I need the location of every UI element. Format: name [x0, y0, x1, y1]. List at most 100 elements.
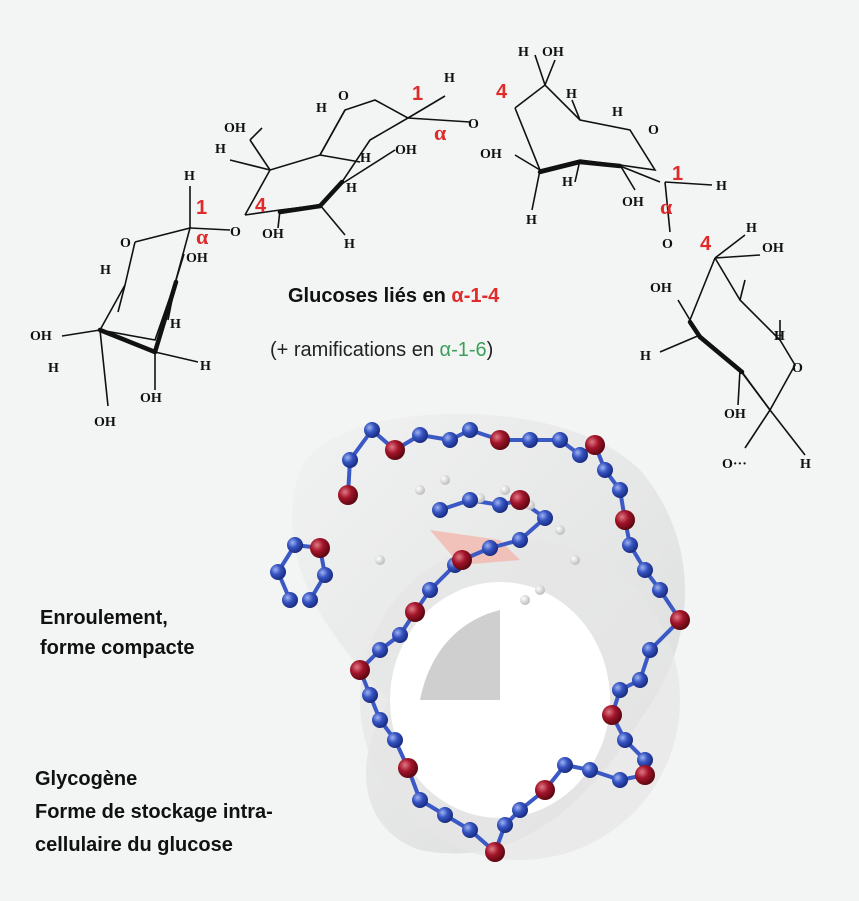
ring-c-alpha: α	[660, 194, 673, 219]
link-bc-oxygen: O	[468, 117, 479, 132]
ring-d-h3: H	[640, 349, 651, 364]
ring-d-h5: H	[774, 329, 785, 344]
oxygen-atom	[615, 510, 635, 530]
caption-sub-link: α-1-6	[440, 339, 487, 361]
ring-c-h4: H	[612, 105, 623, 120]
ring-a-oh3: OH	[140, 391, 162, 406]
carbon-atom	[597, 462, 613, 478]
ring-b-c1-number: 1	[412, 83, 423, 105]
glucose-ring-d	[659, 234, 806, 456]
hydrogen-atom	[570, 555, 580, 565]
ring-b-oh2: OH	[395, 143, 417, 158]
link-ab-oxygen: O	[230, 225, 241, 240]
oxygen-atom	[635, 765, 655, 785]
carbon-atom	[637, 562, 653, 578]
carbon-atom	[412, 427, 428, 443]
carbon-atom	[612, 772, 628, 788]
carbon-atom	[372, 642, 388, 658]
oxygen-atom	[490, 430, 510, 450]
oxygen-atom	[510, 490, 530, 510]
ring-a-h1: H	[184, 169, 195, 184]
carbon-atom	[342, 452, 358, 468]
linkage-caption: Glucoses liés en α-1-4 (+ ramifications …	[270, 285, 500, 361]
carbon-atom	[582, 762, 598, 778]
link-cd-oxygen: O	[662, 237, 673, 252]
carbon-atom	[412, 792, 428, 808]
ring-c-oxygen: O	[648, 123, 659, 138]
hydrogen-atom	[415, 485, 425, 495]
hydrogen-atom	[555, 525, 565, 535]
glycogen-label-line1: Glycogène	[35, 768, 137, 790]
carbon-atom	[282, 592, 298, 608]
ring-a-oxygen: O	[120, 236, 131, 251]
ring-b-c4-number: 4	[255, 195, 267, 217]
hydrogen-atom	[375, 555, 385, 565]
ring-c-h6: H	[518, 45, 529, 60]
helix-atoms	[270, 422, 690, 862]
carbon-atom	[642, 642, 658, 658]
carbon-atom	[317, 567, 333, 583]
ring-a-oh4: OH	[94, 415, 116, 430]
ring-b-h4: H	[360, 151, 371, 166]
carbon-atom	[442, 432, 458, 448]
ring-d-oh2: OH	[724, 407, 746, 422]
glycogen-label-line3: cellulaire du glucose	[35, 834, 233, 856]
oxygen-atom	[338, 485, 358, 505]
carbon-atom	[522, 432, 538, 448]
oxygen-atom	[535, 780, 555, 800]
glycogen-label: Glycogène Forme de stockage intra- cellu…	[35, 768, 273, 856]
ring-a-h4: H	[48, 361, 59, 376]
carbon-atom	[617, 732, 633, 748]
carbon-atom	[557, 757, 573, 773]
glucose-ring-a	[61, 186, 231, 407]
carbon-atom	[462, 492, 478, 508]
ring-d-c4-number: 4	[700, 233, 712, 255]
ring-d-oh3: OH	[650, 281, 672, 296]
ring-d-oh6: OH	[762, 241, 784, 256]
ring-b-h-lower: H	[344, 237, 355, 252]
carbon-atom	[362, 687, 378, 703]
helix-tube-inner-shadow	[420, 610, 500, 700]
carbon-atom	[364, 422, 380, 438]
hydrogen-atom	[500, 485, 510, 495]
carbon-atom	[462, 422, 478, 438]
carbon-atom	[372, 712, 388, 728]
ring-b-h3: H	[316, 101, 327, 116]
carbon-atom	[422, 582, 438, 598]
carbon-atom	[302, 592, 318, 608]
coil-label: Enroulement, forme compacte	[40, 607, 195, 659]
oxygen-atom	[310, 538, 330, 558]
ring-b-h1: H	[444, 71, 455, 86]
oxygen-atom	[398, 758, 418, 778]
highlight-ring	[430, 530, 520, 565]
ring-c-h1: H	[716, 179, 727, 194]
carbon-atom	[492, 497, 508, 513]
ring-a-alpha: α	[196, 224, 209, 249]
oxygen-atom	[585, 435, 605, 455]
caption-sub: (+ ramifications en α-1-6)	[270, 339, 493, 361]
ring-c-oh2: OH	[622, 195, 644, 210]
ring-b-oh6: OH	[224, 121, 246, 136]
caption-main-link: α-1-4	[451, 285, 500, 307]
hydrogen-atom	[520, 595, 530, 605]
ring-c-oh3: OH	[480, 147, 502, 162]
coil-label-line2: forme compacte	[40, 637, 195, 659]
ring-c-h5: H	[566, 87, 577, 102]
carbon-atom	[432, 502, 448, 518]
ring-c-c1-number: 1	[672, 163, 683, 185]
glycogen-helix-model	[270, 413, 690, 862]
ring-d-h6: H	[746, 221, 757, 236]
ring-c-h3: H	[526, 213, 537, 228]
coil-label-line1: Enroulement,	[40, 607, 168, 629]
oxygen-atom	[405, 602, 425, 622]
oxygen-atom	[485, 842, 505, 862]
oxygen-atom	[350, 660, 370, 680]
glucose-chain-structure: O H OH H H OH H H OH OH 1 α O 4 OH H OH …	[30, 45, 811, 472]
ring-a-h5: H	[100, 263, 111, 278]
ring-b-alpha: α	[434, 120, 447, 145]
ring-d-h1: H	[800, 457, 811, 472]
ring-a-oh2: OH	[186, 251, 208, 266]
ring-b-oh3: OH	[262, 227, 284, 242]
caption-main: Glucoses liés en α-1-4	[288, 285, 500, 307]
